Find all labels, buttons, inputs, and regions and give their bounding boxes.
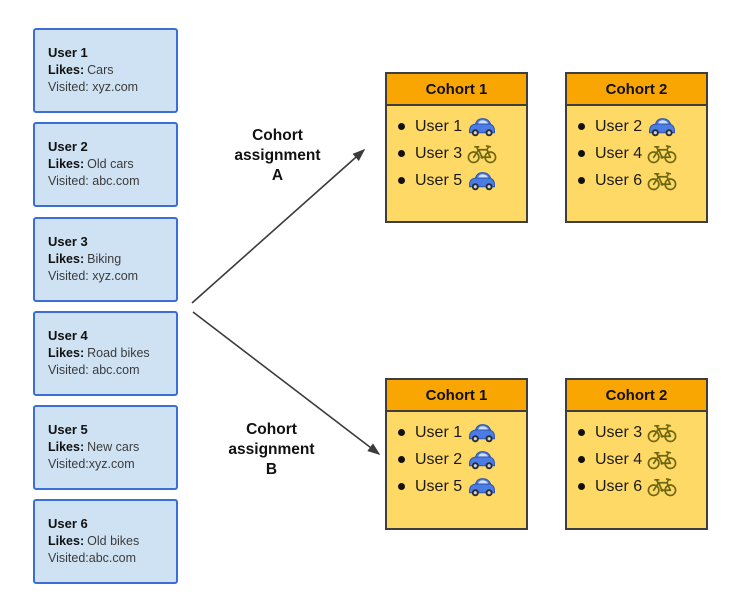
member-name: User 3 (415, 144, 463, 162)
likes-label: Likes: (48, 156, 85, 171)
user-likes: Likes:Biking (48, 251, 164, 269)
user-name: User 1 (48, 45, 88, 60)
bullet-icon (398, 123, 405, 130)
cohort-member-list: User 1 User 2 User 5 (387, 412, 526, 500)
user-likes: Likes:New cars (48, 439, 164, 457)
likes-value: Old bikes (87, 533, 140, 548)
user-card-1: User 1 Likes:Cars Visited: xyz.com (33, 28, 178, 113)
car-icon (647, 116, 677, 137)
user-likes: Likes:Cars (48, 62, 164, 80)
member-name: User 6 (595, 477, 643, 495)
bullet-icon (398, 456, 405, 463)
member-name: User 6 (595, 171, 643, 189)
car-icon (467, 170, 497, 191)
likes-value: Biking (87, 251, 122, 266)
car-icon (467, 422, 497, 443)
likes-value: Old cars (87, 156, 134, 171)
cohort-member: User 3 (578, 419, 702, 446)
cohort-member: User 5 (398, 473, 522, 500)
user-visited: Visited:xyz.com (48, 457, 135, 471)
likes-value: New cars (87, 439, 140, 454)
cohort-member: User 5 (398, 167, 522, 194)
bike-icon (467, 143, 497, 164)
cohort-member: User 4 (578, 446, 702, 473)
member-name: User 5 (415, 477, 463, 495)
user-visited: Visited: xyz.com (48, 269, 139, 283)
user-name: User 6 (48, 516, 88, 531)
bike-icon (647, 143, 677, 164)
cohort-member: User 2 (578, 113, 702, 140)
bullet-icon (398, 150, 405, 157)
cohort-title: Cohort 2 (567, 74, 706, 106)
cohort-member: User 1 (398, 113, 522, 140)
cohort-member: User 6 (578, 473, 702, 500)
cohort-title: Cohort 1 (387, 74, 526, 106)
likes-label: Likes: (48, 345, 85, 360)
cohort-member-list: User 3 User 4 (567, 412, 706, 500)
user-name: User 2 (48, 139, 88, 154)
user-name: User 3 (48, 234, 88, 249)
assignment-label-b: Cohort assignment B (228, 421, 315, 478)
bullet-icon (578, 150, 585, 157)
user-name: User 4 (48, 328, 88, 343)
bullet-icon (578, 456, 585, 463)
bike-icon (647, 170, 677, 191)
bike-icon (647, 476, 677, 497)
user-card-4: User 4 Likes:Road bikes Visited: abc.com (33, 311, 178, 396)
likes-value: Road bikes (87, 345, 150, 360)
cohort-member: User 3 (398, 140, 522, 167)
user-card-3: User 3 Likes:Biking Visited: xyz.com (33, 217, 178, 302)
car-icon (467, 476, 497, 497)
cohort-member: User 6 (578, 167, 702, 194)
cohort-box-a2: Cohort 2 User 2 User 4 (565, 72, 708, 223)
user-likes: Likes:Road bikes (48, 345, 164, 363)
car-icon (467, 116, 497, 137)
assignment-label-a: Cohort assignment A (234, 127, 321, 184)
user-visited: Visited: abc.com (48, 174, 140, 188)
likes-value: Cars (87, 62, 114, 77)
likes-label: Likes: (48, 62, 85, 77)
user-name: User 5 (48, 422, 88, 437)
cohort-box-a1: Cohort 1 User 1 User 3 (385, 72, 528, 223)
likes-label: Likes: (48, 251, 85, 266)
cohort-member-list: User 1 User 3 (387, 106, 526, 194)
cohort-member: User 1 (398, 419, 522, 446)
member-name: User 4 (595, 450, 643, 468)
cohort-box-b2: Cohort 2 User 3 User 4 (565, 378, 708, 530)
member-name: User 4 (595, 144, 643, 162)
user-likes: Likes:Old cars (48, 156, 164, 174)
bullet-icon (578, 177, 585, 184)
cohort-title: Cohort 1 (387, 380, 526, 412)
bike-icon (647, 449, 677, 470)
bullet-icon (398, 177, 405, 184)
user-card-5: User 5 Likes:New cars Visited:xyz.com (33, 405, 178, 490)
user-likes: Likes:Old bikes (48, 533, 164, 551)
bullet-icon (398, 429, 405, 436)
user-card-2: User 2 Likes:Old cars Visited: abc.com (33, 122, 178, 207)
likes-label: Likes: (48, 439, 85, 454)
member-name: User 1 (415, 423, 463, 441)
bullet-icon (578, 429, 585, 436)
cohort-member-list: User 2 User 4 (567, 106, 706, 194)
user-card-6: User 6 Likes:Old bikes Visited:abc.com (33, 499, 178, 584)
car-icon (467, 449, 497, 470)
cohort-member: User 4 (578, 140, 702, 167)
member-name: User 2 (415, 450, 463, 468)
cohort-title: Cohort 2 (567, 380, 706, 412)
bullet-icon (578, 123, 585, 130)
user-visited: Visited: abc.com (48, 363, 140, 377)
bullet-icon (398, 483, 405, 490)
member-name: User 1 (415, 117, 463, 135)
bike-icon (647, 422, 677, 443)
member-name: User 5 (415, 171, 463, 189)
member-name: User 3 (595, 423, 643, 441)
user-visited: Visited:abc.com (48, 551, 137, 565)
member-name: User 2 (595, 117, 643, 135)
cohort-member: User 2 (398, 446, 522, 473)
likes-label: Likes: (48, 533, 85, 548)
cohort-box-b1: Cohort 1 User 1 User 2 (385, 378, 528, 530)
bullet-icon (578, 483, 585, 490)
user-visited: Visited: xyz.com (48, 80, 139, 94)
